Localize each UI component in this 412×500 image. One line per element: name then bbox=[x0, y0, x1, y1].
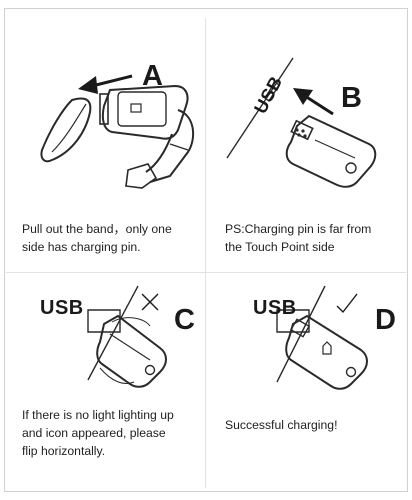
caption-d: Successful charging! bbox=[225, 418, 338, 432]
check-mark-icon bbox=[336, 293, 358, 314]
vertical-divider bbox=[205, 18, 206, 488]
step-letter-d: D bbox=[375, 304, 396, 336]
caption-b: PS:Charging pin is far from the Touch Po… bbox=[225, 222, 372, 254]
panel-a-illustration bbox=[40, 74, 195, 189]
panel-c-illustration bbox=[87, 285, 167, 388]
panel-c: USB C If there is no light lighting up a… bbox=[0, 272, 205, 500]
panel-a: A Pull out the band，only one side has ch… bbox=[0, 0, 205, 272]
step-letter-b: B bbox=[341, 82, 362, 114]
arrow-up-left-icon bbox=[293, 88, 334, 116]
arrow-left-icon bbox=[78, 74, 133, 94]
cross-mark-icon bbox=[141, 293, 159, 311]
caption-a: Pull out the band，only one side has char… bbox=[22, 222, 172, 254]
instruction-frame bbox=[4, 8, 408, 492]
step-letter-c: C bbox=[174, 304, 195, 336]
panel-d-illustration bbox=[276, 285, 368, 390]
usb-label-c: USB bbox=[40, 297, 84, 319]
panel-b: USB B PS:Charging pin is far from the To… bbox=[205, 0, 412, 272]
panel-d: USB D Successful charging! bbox=[205, 272, 412, 500]
caption-c: If there is no light lighting up and ico… bbox=[22, 408, 174, 458]
step-letter-a: A bbox=[142, 60, 163, 92]
horizontal-divider bbox=[6, 272, 406, 273]
usb-label-d: USB bbox=[253, 297, 297, 319]
panel-b-illustration bbox=[226, 57, 377, 188]
